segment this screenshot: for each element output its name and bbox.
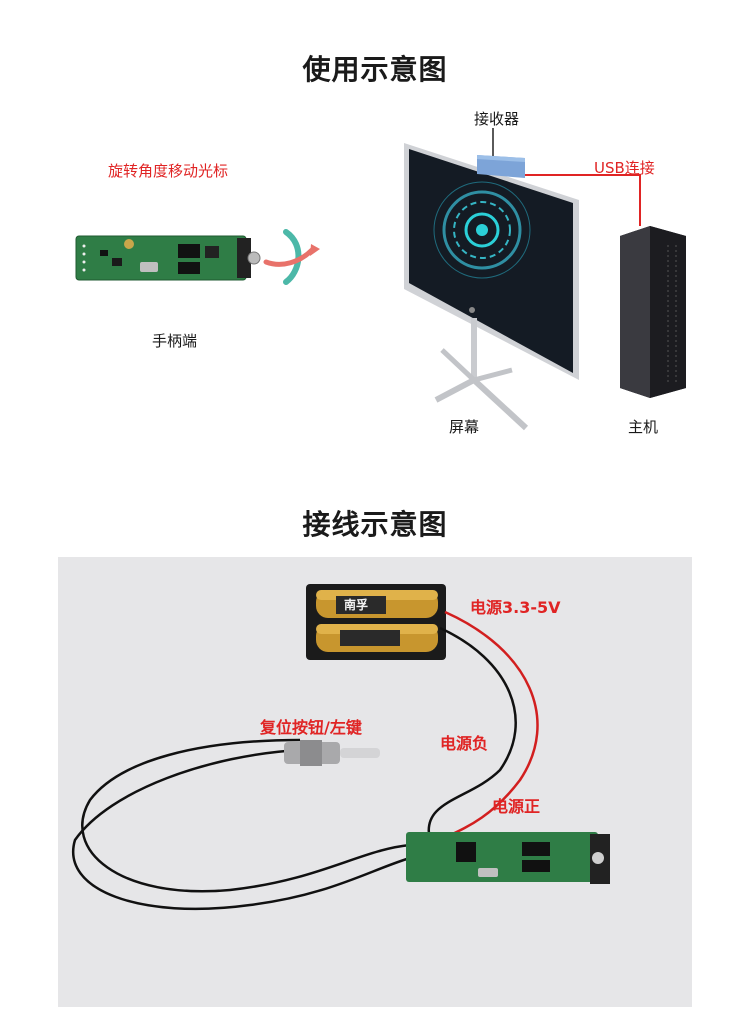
power-label: 电源3.3-5V (470, 598, 561, 617)
battery-holder (306, 584, 446, 660)
reset-button-label: 复位按钮/左键 (260, 718, 362, 737)
wire-positive (439, 610, 539, 842)
usb-label: USB连接 (594, 159, 655, 177)
handle-label: 手柄端 (152, 332, 198, 350)
wire-negative (427, 626, 517, 841)
usb-connection-line (525, 174, 641, 226)
receiver-label: 接收器 (474, 110, 520, 128)
rotate-label: 旋转角度移动光标 (108, 162, 229, 180)
host-label: 主机 (628, 418, 659, 436)
rotation-arrow-icon (263, 229, 320, 285)
wire-button-a (81, 738, 411, 893)
screen-monitor (404, 143, 579, 431)
battery-brand-label: 南孚 (344, 598, 369, 612)
handle-pcb (75, 235, 261, 281)
positive-label: 电源正 (492, 797, 541, 816)
negative-label: 电源负 (440, 734, 489, 753)
wire-button-b (72, 748, 411, 911)
host-tower (620, 226, 686, 398)
wiring-pcb (406, 832, 610, 884)
reset-button-switch (284, 740, 380, 766)
receiver-dongle (477, 128, 525, 178)
screen-label: 屏幕 (449, 418, 480, 436)
wiring-title: 接线示意图 (302, 508, 448, 541)
usage-title: 使用示意图 (302, 53, 448, 86)
